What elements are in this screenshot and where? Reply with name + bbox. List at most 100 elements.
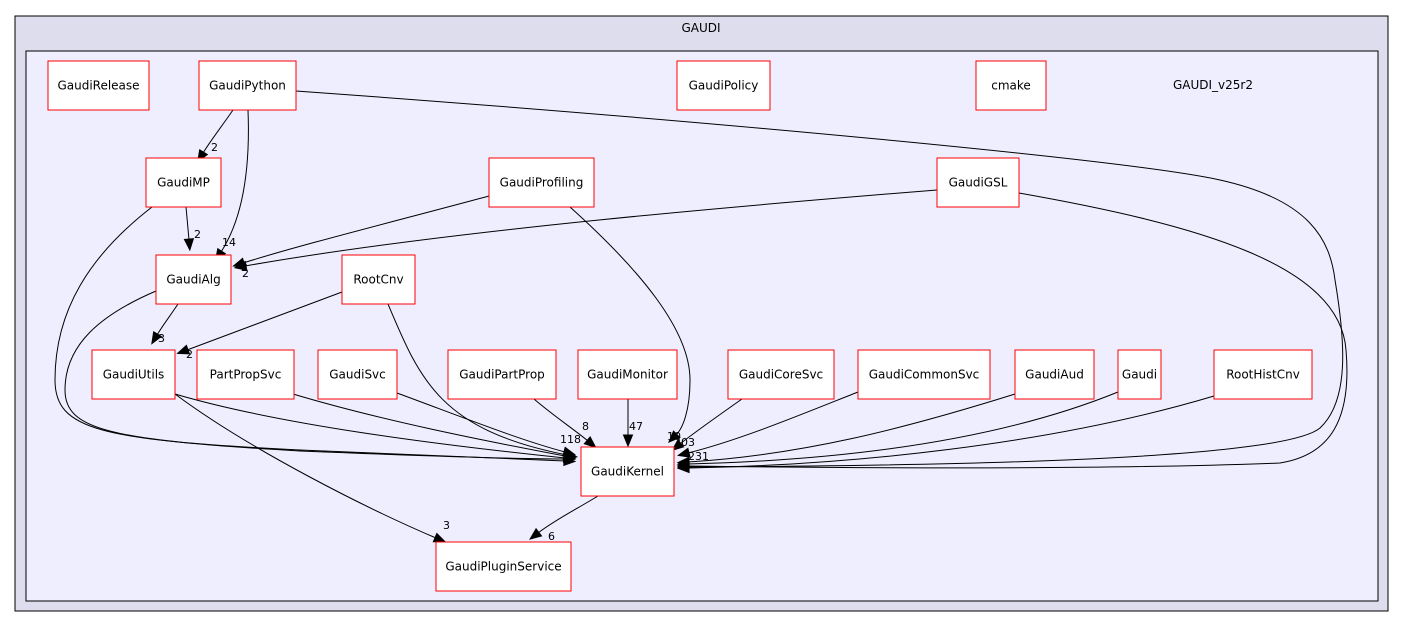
node-box-gaudikernel[interactable] <box>580 446 675 497</box>
node-rootcnv[interactable]: RootCnv <box>341 254 416 305</box>
node-label-gaudicoresvc: GaudiCoreSvc <box>739 368 823 382</box>
edge-gaudimp-to-gaudialg: 2 <box>183 206 201 252</box>
edge-line-gaudicommonsvc-to-gaudikernel <box>687 391 859 454</box>
node-gaudisvc[interactable]: GaudiSvc <box>317 349 398 400</box>
node-gaudikernel[interactable]: GaudiKernel <box>580 446 675 497</box>
edge-line-gaudisvc-to-gaudikernel <box>396 392 566 453</box>
node-cmake[interactable]: cmake <box>975 60 1047 111</box>
node-box-gaudisvc[interactable] <box>317 349 398 400</box>
edge-label-gaudimonitor-to-gaudikernel: 47 <box>629 420 643 433</box>
edge-line-gaudipython-to-gaudialg <box>220 109 249 253</box>
edge-line-gaudimp-to-gaudialg <box>185 206 190 241</box>
node-box-gaudicommonsvc[interactable] <box>857 349 991 400</box>
node-gaudiaud[interactable]: GaudiAud <box>1014 349 1095 400</box>
edge-arrowhead-gaudigsl-to-gaudialg <box>233 260 248 271</box>
edge-line-gaudigsl-to-gaudikernel <box>687 192 1348 469</box>
edge-arrowhead-gaudiprofiling-to-gaudikernel <box>667 430 681 444</box>
node-gaudicoresvc[interactable]: GaudiCoreSvc <box>727 349 835 400</box>
edge-gaudicoresvc-to-gaudikernel: 203 <box>671 398 743 452</box>
edge-line-gaudikernel-to-gaudipluginservice <box>537 495 599 534</box>
edge-gaudiutils-to-gaudipluginservice: 3 <box>174 393 450 543</box>
edge-label-gaudigsl-to-gaudialg: 2 <box>242 267 249 280</box>
node-gaudiprofiling[interactable]: GaudiProfiling <box>488 157 595 208</box>
edge-rootcnv-to-gaudiutils: 2 <box>176 291 343 361</box>
node-box-gaudirelease[interactable] <box>47 60 150 111</box>
edge-line-rootcnv-to-gaudiutils <box>186 291 343 351</box>
edge-line-gaudipartprop-to-gaudikernel <box>533 398 589 442</box>
node-box-gaudiaud[interactable] <box>1014 349 1095 400</box>
edge-line-gaudiaud-to-gaudikernel <box>687 393 1016 463</box>
node-box-gaudimonitor[interactable] <box>577 349 678 400</box>
node-box-gaudicoresvc[interactable] <box>727 349 835 400</box>
edge-arrowhead-gaudimonitor-to-gaudikernel <box>622 434 634 448</box>
node-label-gaudikernel: GaudiKernel <box>591 465 664 479</box>
node-roothistcnv[interactable]: RootHistCnv <box>1213 349 1313 400</box>
node-box-gaudimp[interactable] <box>145 157 222 208</box>
node-label-gaudicommonsvc: GaudiCommonSvc <box>869 368 980 382</box>
edge-label-gaudicoresvc-to-gaudikernel: 203 <box>674 436 695 449</box>
node-gaudigsl[interactable]: GaudiGSL <box>936 157 1020 208</box>
edge-label-gaudikernel-to-gaudipluginservice: 6 <box>548 530 555 543</box>
node-label-gaudipartprop: GaudiPartProp <box>459 368 545 382</box>
node-box-gaudi[interactable] <box>1117 349 1162 400</box>
node-box-gaudipolicy[interactable] <box>676 60 771 111</box>
node-label-cmake: cmake <box>991 79 1031 93</box>
node-gaudipolicy[interactable]: GaudiPolicy <box>676 60 771 111</box>
node-label-gaudipluginservice: GaudiPluginService <box>445 560 561 574</box>
node-box-gaudipython[interactable] <box>198 60 297 111</box>
node-box-gaudipartprop[interactable] <box>447 349 557 400</box>
node-label-gaudipolicy: GaudiPolicy <box>689 79 759 93</box>
node-gaudipython[interactable]: GaudiPython <box>198 60 297 111</box>
node-label-roothistcnv: RootHistCnv <box>1226 368 1300 382</box>
edge-label-gaudipython-to-gaudialg: 14 <box>222 236 236 249</box>
edge-line-gaudiprofiling-to-gaudikernel <box>569 206 691 436</box>
edge-gaudikernel-to-gaudipluginservice: 6 <box>529 495 599 543</box>
edge-label-gaudipython-to-gaudimp: 2 <box>211 141 218 154</box>
edge-line-partpropsvc-to-gaudikernel <box>292 393 566 457</box>
edge-label-gaudipartprop-to-gaudikernel: 8 <box>582 420 589 433</box>
node-gaudiutils[interactable]: GaudiUtils <box>91 349 176 400</box>
node-box-cmake[interactable] <box>975 60 1047 111</box>
node-box-roothistcnv[interactable] <box>1213 349 1313 400</box>
node-gaudimp[interactable]: GaudiMP <box>145 157 222 208</box>
node-box-gaudigsl[interactable] <box>936 157 1020 208</box>
node-gaudicommonsvc[interactable]: GaudiCommonSvc <box>857 349 991 400</box>
edge-arrowhead-gaudicommonsvc-to-gaudikernel <box>677 447 691 458</box>
gaudi-v25r2-cluster-label: GAUDI_v25r2 <box>1173 78 1253 92</box>
edge-line-gaudiutils-to-gaudipluginservice <box>174 393 437 539</box>
edge-line-gaudi-to-gaudikernel <box>687 391 1119 465</box>
node-label-gaudiprofiling: GaudiProfiling <box>500 176 584 190</box>
node-label-gaudigsl: GaudiGSL <box>949 176 1008 190</box>
edge-arrowhead-gaudipartprop-to-gaudikernel <box>583 436 597 449</box>
node-gaudirelease[interactable]: GaudiRelease <box>47 60 150 111</box>
node-box-rootcnv[interactable] <box>341 254 416 305</box>
node-box-gaudiutils[interactable] <box>91 349 176 400</box>
edge-label-gaudialg-to-gaudiutils: 3 <box>158 332 165 345</box>
gaudi-v25r2-cluster <box>25 50 1379 602</box>
edge-arrowhead-roothistcnv-to-gaudikernel <box>676 462 690 474</box>
node-label-gaudiutils: GaudiUtils <box>103 368 165 382</box>
node-label-gaudimp: GaudiMP <box>157 176 210 190</box>
node-label-gaudirelease: GaudiRelease <box>57 79 139 93</box>
gaudi-cluster-label: GAUDI <box>681 21 720 35</box>
node-gaudialg[interactable]: GaudiAlg <box>155 254 232 305</box>
edge-arrowhead-gaudimp-to-gaudialg <box>183 238 195 252</box>
node-partpropsvc[interactable]: PartPropSvc <box>196 349 295 400</box>
node-label-gaudi: Gaudi <box>1122 368 1157 382</box>
node-gaudipartprop[interactable]: GaudiPartProp <box>447 349 557 400</box>
node-box-partpropsvc[interactable] <box>196 349 295 400</box>
node-gaudimonitor[interactable]: GaudiMonitor <box>577 349 678 400</box>
edge-line-gaudicoresvc-to-gaudikernel <box>679 398 743 445</box>
edge-gaudipartprop-to-gaudikernel: 8 <box>533 398 597 449</box>
edge-arrowhead-gaudikernel-to-gaudipluginservice <box>529 527 543 540</box>
node-gaudipluginservice[interactable]: GaudiPluginService <box>435 541 572 592</box>
node-gaudi[interactable]: Gaudi <box>1117 349 1162 400</box>
node-box-gaudialg[interactable] <box>155 254 232 305</box>
edge-roothistcnv-to-gaudikernel <box>676 395 1215 474</box>
node-label-partpropsvc: PartPropSvc <box>210 368 282 382</box>
node-box-gaudiprofiling[interactable] <box>488 157 595 208</box>
edge-line-gaudialg-to-gaudikernel <box>64 290 566 460</box>
node-box-gaudipluginservice[interactable] <box>435 541 572 592</box>
